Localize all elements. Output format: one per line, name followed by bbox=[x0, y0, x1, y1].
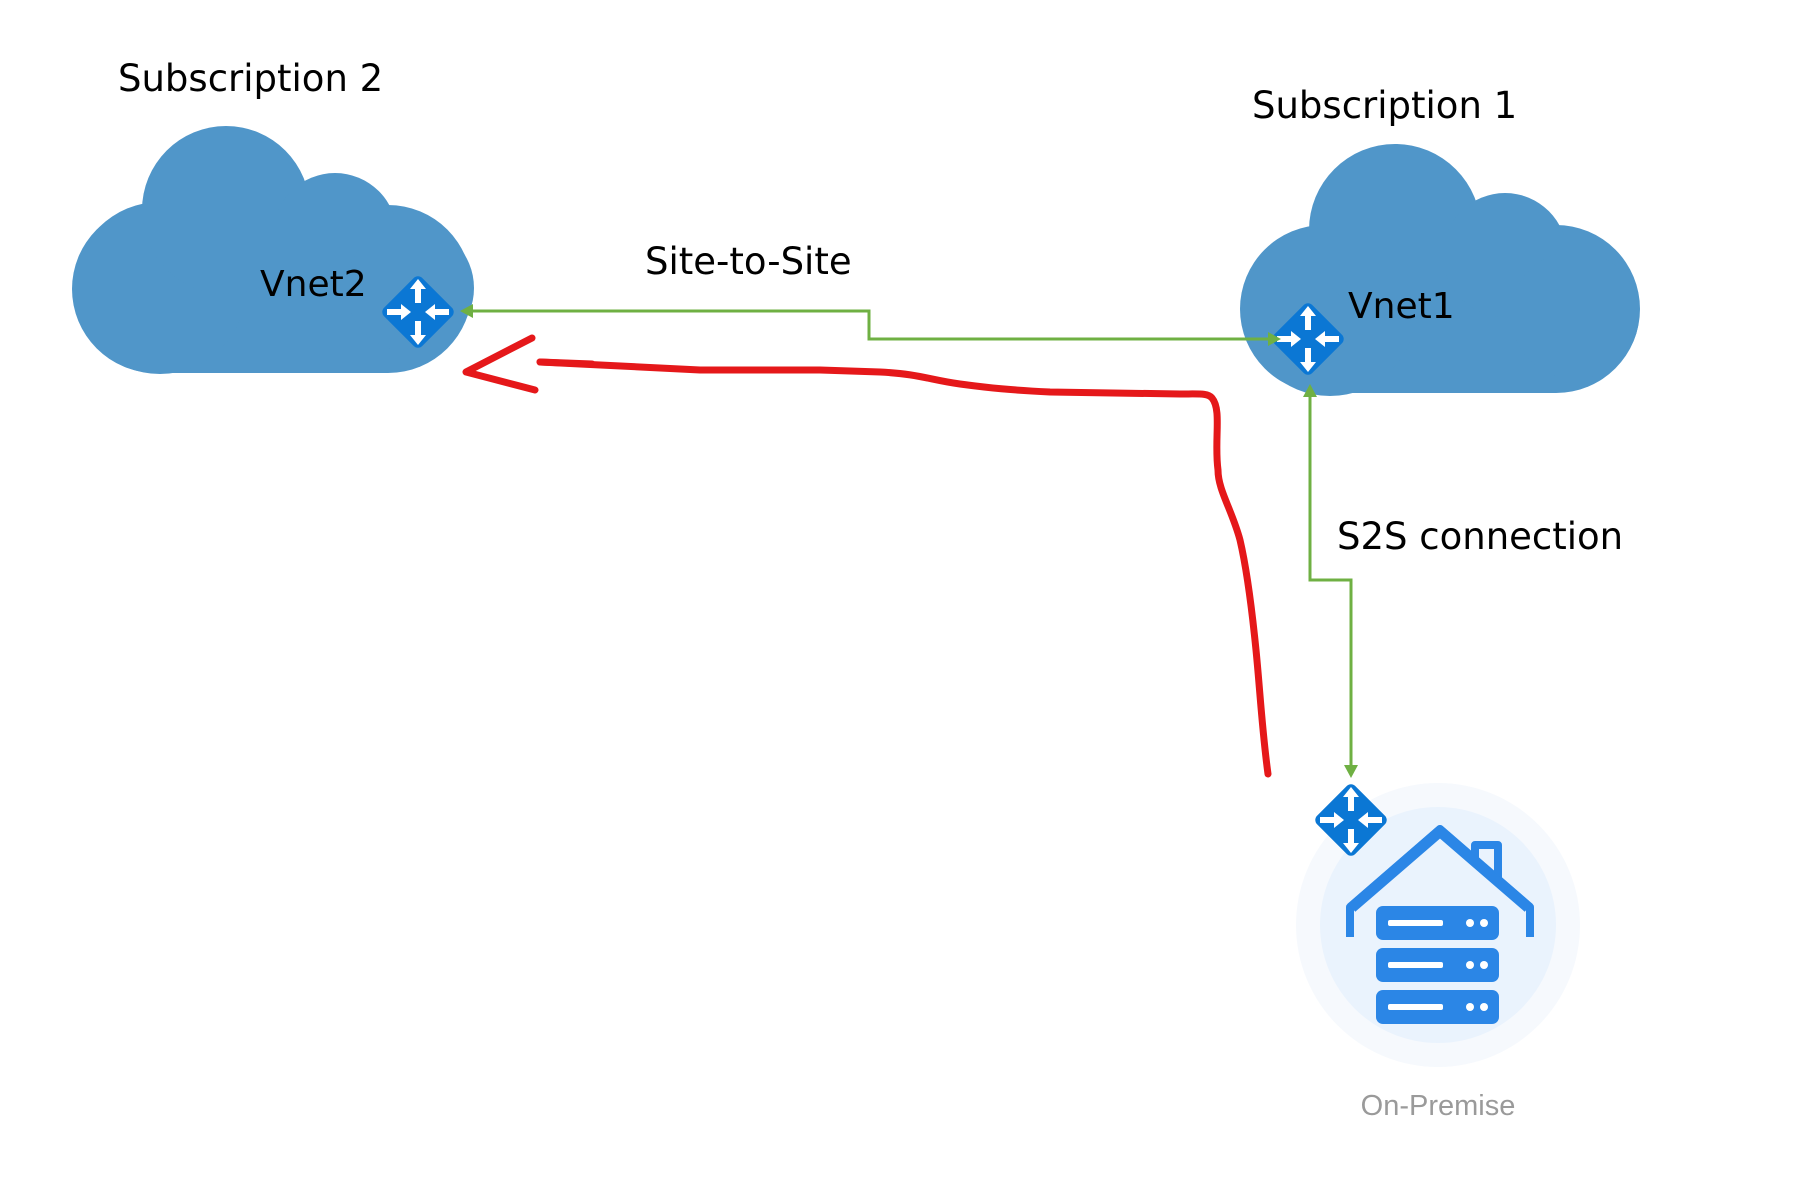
subscription-1-cloud: Subscription 1 Vnet1 bbox=[1240, 84, 1640, 396]
site-to-site-label: Site-to-Site bbox=[645, 240, 852, 283]
onpremise-icon bbox=[1346, 825, 1534, 937]
s2s-connector bbox=[1308, 392, 1353, 770]
s2s-connection-label: S2S connection bbox=[1337, 515, 1623, 558]
server-stack-icon bbox=[1376, 906, 1499, 1024]
subscription-1-label: Subscription 1 bbox=[1252, 84, 1517, 127]
site-to-site-arrowhead-right bbox=[1268, 332, 1281, 346]
s2s-arrowhead-bottom bbox=[1344, 765, 1358, 778]
subscription-2-cloud: Subscription 2 Vnet2 bbox=[72, 57, 474, 374]
s2s-arrowhead-top bbox=[1303, 384, 1317, 397]
onpremise-site: On-Premise bbox=[1296, 781, 1580, 1122]
site-to-site-arrowhead-left bbox=[460, 304, 473, 318]
subscription-2-label: Subscription 2 bbox=[118, 57, 383, 100]
annotation-arrow bbox=[462, 334, 1272, 778]
onpremise-label: On-Premise bbox=[1361, 1090, 1516, 1122]
site-to-site-connector bbox=[470, 309, 1270, 341]
cloud-icon bbox=[72, 126, 474, 374]
vnet1-label: Vnet1 bbox=[1348, 286, 1455, 327]
vnet2-label: Vnet2 bbox=[260, 264, 367, 305]
